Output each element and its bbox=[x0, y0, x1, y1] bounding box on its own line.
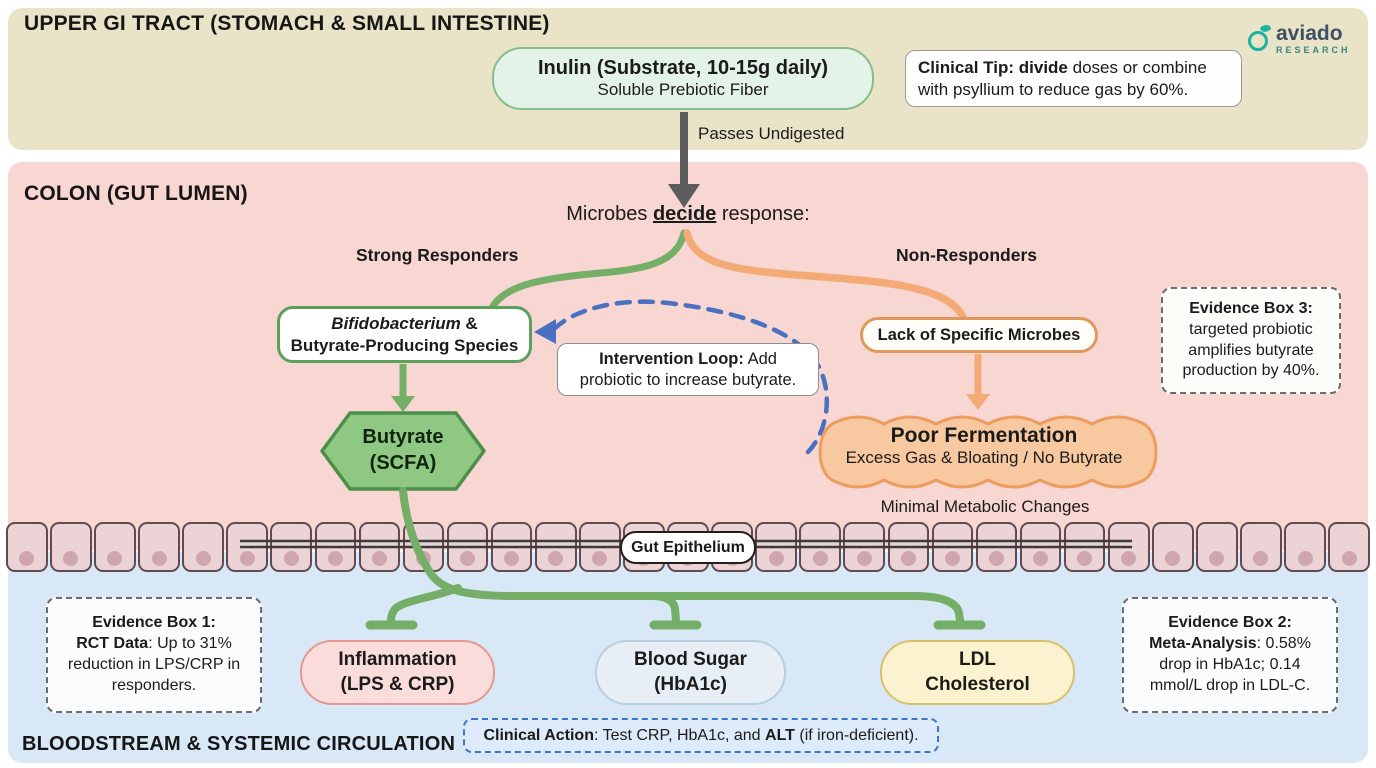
non-responders-label: Non-Responders bbox=[896, 245, 1037, 265]
epithelium-cell bbox=[1240, 522, 1282, 572]
bloodstream-title: BLOODSTREAM & SYSTEMIC CIRCULATION bbox=[22, 733, 456, 755]
inulin-subtitle: Soluble Prebiotic Fiber bbox=[597, 80, 769, 99]
evidence-box-2: Evidence Box 2: Meta-Analysis: 0.58% dro… bbox=[1122, 597, 1338, 713]
colon-title: COLON (GUT LUMEN) bbox=[24, 182, 248, 205]
poor-fermentation-label: Poor Fermentation Excess Gas & Bloating … bbox=[825, 424, 1143, 468]
inulin-node: Inulin (Substrate, 10-15g daily) Soluble… bbox=[492, 47, 874, 110]
epithelium-cell bbox=[50, 522, 92, 572]
epithelium-cell bbox=[270, 522, 313, 572]
blood-sugar-node: Blood Sugar (HbA1c) bbox=[595, 640, 786, 705]
epithelium-cell bbox=[6, 522, 48, 572]
clinical-action-box: Clinical Action: Test CRP, HbA1c, and AL… bbox=[463, 718, 939, 753]
microbes-post: response: bbox=[716, 203, 810, 225]
epithelium-cell bbox=[975, 522, 1018, 572]
epithelium-cell bbox=[755, 522, 797, 572]
butyrate-line1: Butyrate bbox=[362, 426, 444, 448]
strong-responders-label: Strong Responders bbox=[356, 245, 519, 265]
epithelium-cell bbox=[931, 522, 974, 572]
epithelium-cell bbox=[226, 522, 268, 572]
microbes-emph: decide bbox=[652, 203, 717, 225]
clinical-tip-rest: doses or combine with psyllium to reduce… bbox=[918, 58, 1207, 99]
bloodsugar-line2: (HbA1c) bbox=[654, 673, 727, 695]
epithelium-cell bbox=[358, 522, 401, 572]
gut-epithelium-label: Gut Epithelium bbox=[620, 531, 756, 564]
action-mid: : Test CRP, HbA1c, and bbox=[593, 726, 766, 744]
intervention-loop-box: Intervention Loop: Add probiotic to incr… bbox=[557, 343, 819, 396]
inulin-title: Inulin (Substrate, 10-15g daily) bbox=[537, 57, 829, 79]
intervention-lead: Intervention Loop: bbox=[599, 349, 744, 368]
evidence3-title: Evidence Box 3: bbox=[1189, 299, 1313, 317]
evidence2-lead: Meta-Analysis bbox=[1149, 635, 1257, 653]
upper-gi-title: UPPER GI TRACT (STOMACH & SMALL INTESTIN… bbox=[24, 12, 550, 35]
bloodsugar-line1: Blood Sugar bbox=[634, 648, 747, 670]
aviado-research-logo: aviado RESEARCH bbox=[1246, 22, 1366, 60]
bifidobacterium-node: Bifidobacterium & Butyrate-Producing Spe… bbox=[277, 306, 532, 363]
evidence3-body: targeted probiotic amplifies butyrate pr… bbox=[1182, 320, 1320, 380]
ldl-cholesterol-node: LDL Cholesterol bbox=[880, 640, 1075, 705]
epithelium-cell bbox=[446, 522, 489, 572]
evidence1-title: Evidence Box 1: bbox=[92, 614, 216, 632]
epithelium-cell bbox=[843, 522, 886, 572]
epithelium-cell bbox=[799, 522, 841, 572]
bifido-amp: & bbox=[460, 314, 478, 334]
inflammation-node: Inflammation (LPS & CRP) bbox=[300, 640, 495, 705]
microbes-pre: Microbes bbox=[566, 203, 653, 225]
epithelium-cell bbox=[1019, 522, 1062, 572]
bifido-genus: Bifidobacterium bbox=[331, 314, 461, 334]
evidence1-body: : Up to 31% reduction in LPS/CRP in resp… bbox=[67, 635, 241, 694]
epithelium-cell bbox=[1328, 522, 1370, 572]
evidence-box-3: Evidence Box 3: targeted probiotic ampli… bbox=[1161, 287, 1341, 394]
epithelium-cell bbox=[490, 522, 533, 572]
evidence-box-1: Evidence Box 1: RCT Data: Up to 31% redu… bbox=[46, 597, 262, 713]
lack-of-microbes-node: Lack of Specific Microbes bbox=[860, 317, 1098, 353]
action-end: (if iron-deficient). bbox=[794, 726, 919, 744]
epithelium-cell bbox=[887, 522, 930, 572]
poor-subtitle: Excess Gas & Bloating / No Butyrate bbox=[845, 448, 1123, 467]
logo-brand-text: aviado bbox=[1276, 22, 1343, 45]
microbes-decide-label: Microbes decide response: bbox=[0, 203, 1376, 226]
evidence1-lead: RCT Data bbox=[76, 635, 149, 653]
epithelium-cell bbox=[182, 522, 224, 572]
clinical-tip-box: Clinical Tip: divide doses or combine wi… bbox=[905, 50, 1242, 107]
action-lead: Clinical Action bbox=[483, 726, 594, 744]
epithelium-cell bbox=[314, 522, 357, 572]
action-alt: ALT bbox=[765, 726, 795, 744]
logo-sub-text: RESEARCH bbox=[1276, 45, 1351, 55]
epithelium-cell bbox=[1107, 522, 1150, 572]
epithelium-cell bbox=[402, 522, 445, 572]
inflammation-line2: (LPS & CRP) bbox=[340, 673, 455, 695]
poor-title: Poor Fermentation bbox=[890, 424, 1078, 447]
evidence2-title: Evidence Box 2: bbox=[1168, 614, 1292, 632]
inflammation-line1: Inflammation bbox=[338, 648, 457, 670]
epithelium-cell bbox=[94, 522, 136, 572]
butyrate-line2: (SCFA) bbox=[369, 452, 437, 474]
epithelium-cell bbox=[1284, 522, 1326, 572]
minimal-changes-label: Minimal Metabolic Changes bbox=[880, 497, 1090, 516]
epithelium-cell bbox=[534, 522, 577, 572]
aviado-logo-icon bbox=[1246, 24, 1272, 59]
evidence2-body: : 0.58% drop in HbA1c; 0.14 mmol/L drop … bbox=[1149, 635, 1311, 694]
epithelium-cell bbox=[138, 522, 180, 572]
passes-undigested-label: Passes Undigested bbox=[698, 124, 845, 143]
butyrate-node-label: Butyrate (SCFA) bbox=[330, 424, 476, 476]
epithelium-cell bbox=[579, 522, 621, 572]
intervention-rest: Add probiotic to increase butyrate. bbox=[579, 349, 797, 389]
bifido-line2: Butyrate-Producing Species bbox=[290, 335, 519, 355]
clinical-tip-lead: Clinical Tip: divide bbox=[918, 58, 1068, 78]
epithelium-cell bbox=[1152, 522, 1194, 572]
ldl-line1: LDL bbox=[959, 648, 996, 670]
ldl-line2: Cholesterol bbox=[925, 673, 1030, 695]
epithelium-cell bbox=[1063, 522, 1106, 572]
epithelium-cell bbox=[1196, 522, 1238, 572]
